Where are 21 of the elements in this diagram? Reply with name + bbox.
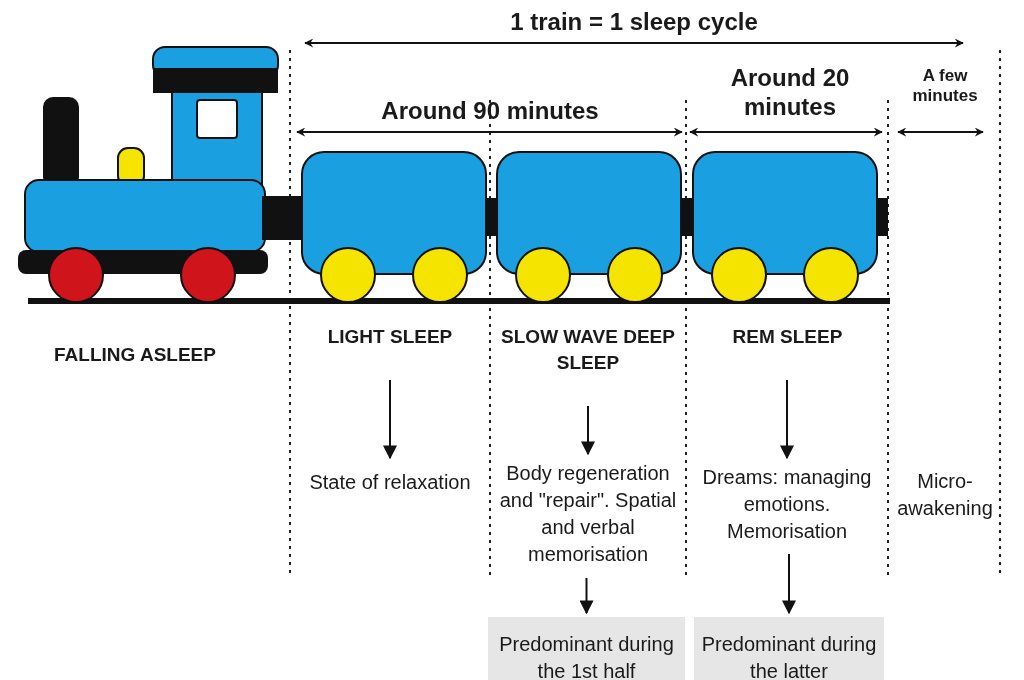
stage-label: FALLING ASLEEP bbox=[54, 343, 216, 367]
stage-label: LIGHT SLEEP bbox=[327, 325, 453, 349]
arrow bbox=[782, 553, 796, 615]
description-text: Predominant during the latter bbox=[700, 632, 878, 680]
description-text: Micro-awakening bbox=[896, 469, 994, 521]
stage-label: REM SLEEP bbox=[732, 325, 843, 349]
arrow bbox=[383, 379, 397, 460]
arrow bbox=[581, 405, 595, 456]
description-text: Dreams: managing emotions. Memorisation bbox=[701, 464, 873, 544]
duration-label: 1 train = 1 sleep cycle bbox=[509, 8, 759, 37]
note-box bbox=[694, 617, 884, 680]
duration-label: Around 20 minutes bbox=[729, 64, 851, 122]
description-text: Predominant during the 1st half bbox=[498, 632, 675, 680]
arrow bbox=[579, 577, 594, 615]
stage-label: SLOW WAVE DEEP SLEEP bbox=[500, 325, 676, 375]
duration-label: A few minutes bbox=[911, 66, 979, 107]
duration-label: Around 90 minutes bbox=[380, 97, 600, 126]
note-box bbox=[488, 617, 685, 680]
description-text: Body regeneration and "repair". Spatial and verbal memorisation bbox=[498, 461, 678, 567]
description-text: State of relaxation bbox=[309, 469, 471, 495]
arrow bbox=[780, 379, 794, 460]
